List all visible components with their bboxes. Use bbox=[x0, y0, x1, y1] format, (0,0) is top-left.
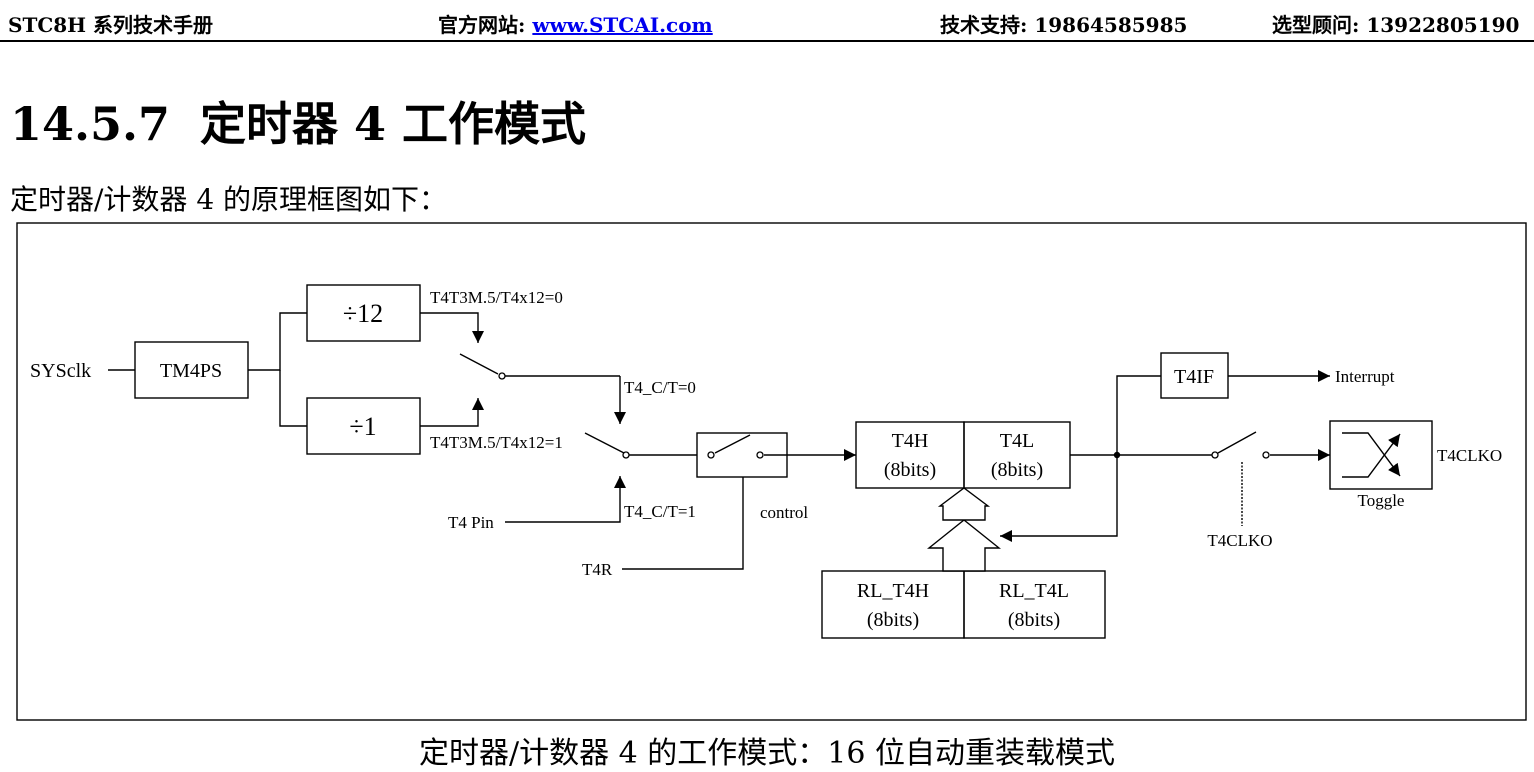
intro-text: 定时器/计数器 4 的原理框图如下： bbox=[10, 183, 448, 216]
label-rl-t4h: RL_T4H bbox=[857, 580, 929, 602]
section-title: 定时器 4 工作模式 bbox=[200, 97, 587, 151]
figure-caption: 定时器/计数器 4 的工作模式：16 位自动重装载模式 bbox=[419, 736, 1115, 771]
label-rl-t4h-bits: (8bits) bbox=[867, 609, 919, 631]
label-t4clko-out: T4CLKO bbox=[1437, 446, 1502, 465]
website-label: 官方网站: bbox=[438, 13, 533, 37]
label-t4ct0: T4_C/T=0 bbox=[624, 378, 696, 397]
label-rl-t4l: RL_T4L bbox=[999, 580, 1069, 602]
support-phone: 技术支持: 19864585985 bbox=[940, 13, 1188, 37]
label-t4clko-ctrl: T4CLKO bbox=[1207, 531, 1272, 550]
label-t4h: T4H bbox=[892, 430, 929, 452]
label-div1: ÷1 bbox=[349, 412, 376, 441]
label-t4x12-1: T4T3M.5/T4x12=1 bbox=[430, 433, 563, 452]
label-t4if: T4IF bbox=[1174, 366, 1214, 388]
advisor-phone: 选型顾问: 13922805190 bbox=[1272, 13, 1520, 37]
section-number: 14.5.7 bbox=[10, 97, 171, 151]
website-link[interactable]: www.STCAI.com bbox=[532, 13, 713, 37]
label-interrupt: Interrupt bbox=[1335, 367, 1395, 386]
label-sysclk: SYSclk bbox=[30, 360, 91, 382]
label-t4pin: T4 Pin bbox=[448, 513, 494, 532]
rl-t4l-box bbox=[963, 570, 1106, 639]
diagram-frame bbox=[16, 222, 1527, 721]
label-t4l: T4L bbox=[1000, 430, 1034, 452]
label-rl-t4l-bits: (8bits) bbox=[1008, 609, 1060, 631]
label-control: control bbox=[760, 503, 808, 522]
section-heading: 14.5.7 定时器 4 工作模式 bbox=[10, 88, 586, 154]
toggle-box bbox=[1329, 420, 1433, 490]
page-header: STC8H 系列技术手册 官方网站: www.STCAI.com 技术支持: 1… bbox=[0, 0, 1534, 42]
label-tm4ps: TM4PS bbox=[160, 360, 222, 382]
label-toggle: Toggle bbox=[1358, 491, 1405, 510]
label-t4h-bits: (8bits) bbox=[884, 459, 936, 481]
label-div12: ÷12 bbox=[343, 299, 383, 328]
label-t4ct1: T4_C/T=1 bbox=[624, 502, 696, 521]
label-t4r: T4R bbox=[582, 560, 613, 579]
label-t4x12-0: T4T3M.5/T4x12=0 bbox=[430, 288, 563, 307]
doc-title: STC8H 系列技术手册 bbox=[8, 13, 214, 37]
label-t4l-bits: (8bits) bbox=[991, 459, 1043, 481]
website: 官方网站: www.STCAI.com bbox=[438, 9, 713, 38]
